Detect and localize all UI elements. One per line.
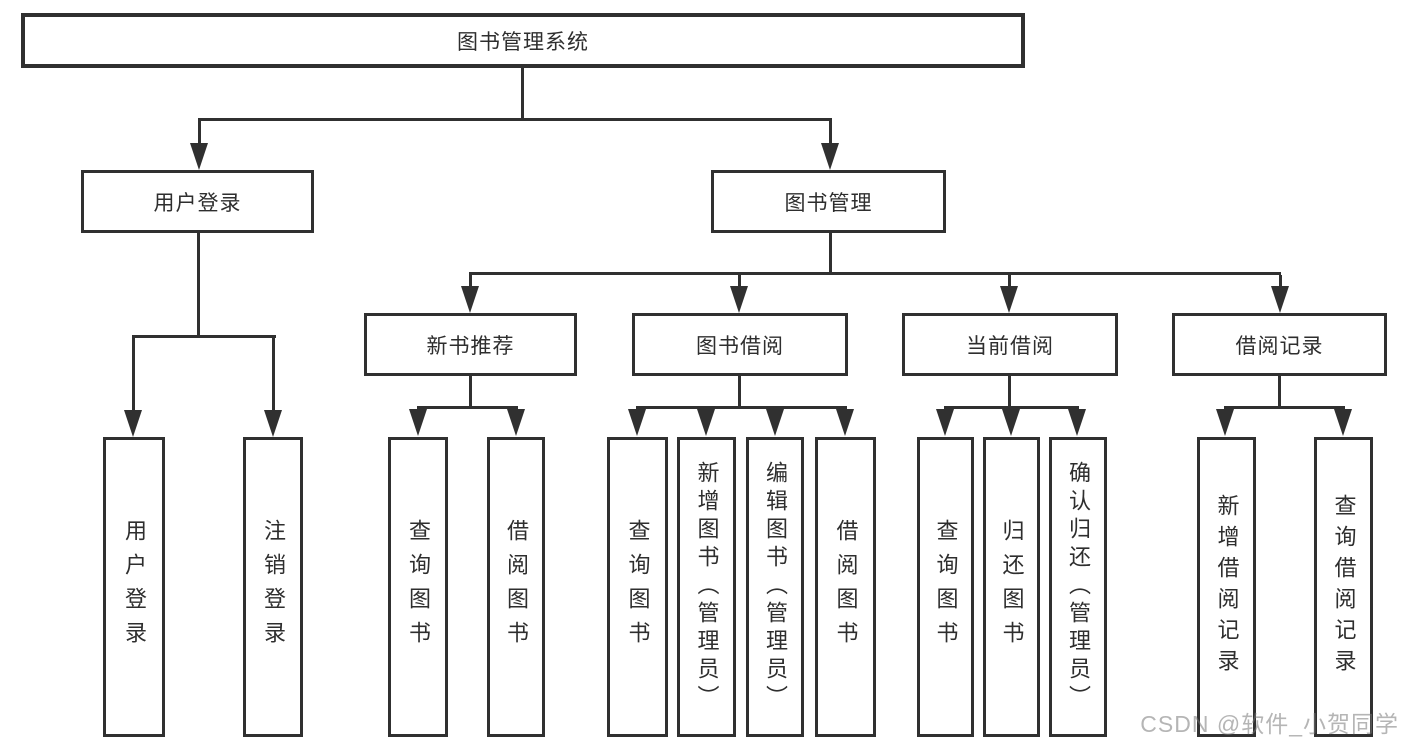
arrowhead-icon xyxy=(1271,286,1289,313)
connector-line xyxy=(521,68,524,121)
connector-line xyxy=(738,275,741,287)
connector-line xyxy=(469,272,1281,275)
node-query-borrowing-record: 查询借阅记录 xyxy=(1314,437,1373,737)
node-logout: 注销登录 xyxy=(243,437,303,737)
node-user-login: 用户登录 xyxy=(81,170,314,233)
connector-line xyxy=(132,335,276,338)
arrowhead-icon xyxy=(1068,409,1086,436)
node-label: 借阅图书 xyxy=(504,519,529,655)
arrowhead-icon xyxy=(1216,409,1234,436)
node-edit-books-admin: 编辑图书（管理员） xyxy=(746,437,804,737)
connector-line xyxy=(1278,376,1281,407)
arrowhead-icon xyxy=(507,409,525,436)
connector-line xyxy=(198,118,832,121)
node-label: 注销登录 xyxy=(261,519,286,655)
arrowhead-icon xyxy=(409,409,427,436)
arrowhead-icon xyxy=(821,143,839,170)
connector-line xyxy=(636,406,847,409)
connector-line xyxy=(1279,275,1282,287)
node-borrowing-records: 借阅记录 xyxy=(1172,313,1387,376)
arrowhead-icon xyxy=(1000,286,1018,313)
arrowhead-icon xyxy=(1002,409,1020,436)
node-label: 当前借阅 xyxy=(966,334,1054,358)
node-label: 查询图书 xyxy=(625,519,651,655)
node-query-books-recommendation: 查询图书 xyxy=(388,437,448,737)
node-label: 新书推荐 xyxy=(426,334,515,358)
node-label: 归还图书 xyxy=(999,519,1025,655)
node-library-management-system: 图书管理系统 xyxy=(21,13,1025,68)
connector-line xyxy=(1008,376,1011,407)
connector-line xyxy=(1224,406,1345,409)
connector-line xyxy=(738,376,741,407)
arrowhead-icon xyxy=(697,409,715,436)
arrowhead-icon xyxy=(190,143,208,170)
connector-line xyxy=(198,121,201,146)
node-label: 新增借阅记录 xyxy=(1214,494,1240,680)
node-label: 查询借阅记录 xyxy=(1331,494,1357,680)
node-current-borrowing: 当前借阅 xyxy=(902,313,1118,376)
connector-line xyxy=(1008,275,1011,287)
connector-line xyxy=(132,338,135,412)
arrowhead-icon xyxy=(628,409,646,436)
arrowhead-icon xyxy=(1334,409,1352,436)
arrowhead-icon xyxy=(936,409,954,436)
node-user-login-leaf: 用户登录 xyxy=(103,437,165,737)
node-book-management: 图书管理 xyxy=(711,170,946,233)
node-borrow-books-recommendation: 借阅图书 xyxy=(487,437,545,737)
node-confirm-return-admin: 确认归还（管理员） xyxy=(1049,437,1107,737)
node-query-books-borrowing: 查询图书 xyxy=(607,437,668,737)
connector-line xyxy=(197,233,200,336)
node-label: 编辑图书（管理员） xyxy=(763,461,788,713)
node-label: 新增图书（管理员） xyxy=(694,461,720,713)
node-label: 用户登录 xyxy=(122,519,147,655)
node-new-book-recommendation: 新书推荐 xyxy=(364,313,577,376)
connector-line xyxy=(272,338,275,412)
node-label: 查询图书 xyxy=(406,519,431,655)
node-label: 借阅记录 xyxy=(1235,334,1324,358)
connector-line xyxy=(829,121,832,146)
node-label: 图书管理 xyxy=(784,191,873,215)
connector-line xyxy=(829,233,832,275)
connector-line xyxy=(417,406,518,409)
connector-line xyxy=(469,275,472,287)
node-label: 确认归还（管理员） xyxy=(1066,461,1091,713)
arrowhead-icon xyxy=(264,410,282,437)
node-add-books-admin: 新增图书（管理员） xyxy=(677,437,736,737)
node-label: 借阅图书 xyxy=(833,519,859,655)
node-add-borrowing-record: 新增借阅记录 xyxy=(1197,437,1256,737)
connector-line xyxy=(469,376,472,407)
node-borrow-books: 借阅图书 xyxy=(815,437,876,737)
node-label: 查询图书 xyxy=(933,519,959,655)
node-label: 图书借阅 xyxy=(696,334,784,358)
arrowhead-icon xyxy=(124,410,142,437)
connector-line xyxy=(944,406,1079,409)
node-label: 用户登录 xyxy=(153,191,242,215)
node-query-books-current: 查询图书 xyxy=(917,437,974,737)
node-return-books: 归还图书 xyxy=(983,437,1040,737)
node-book-borrowing: 图书借阅 xyxy=(632,313,848,376)
arrowhead-icon xyxy=(461,286,479,313)
watermark: CSDN @软件_小贺同学 xyxy=(1140,711,1399,737)
arrowhead-icon xyxy=(730,286,748,313)
arrowhead-icon xyxy=(766,409,784,436)
arrowhead-icon xyxy=(836,409,854,436)
node-label: 图书管理系统 xyxy=(457,30,589,54)
